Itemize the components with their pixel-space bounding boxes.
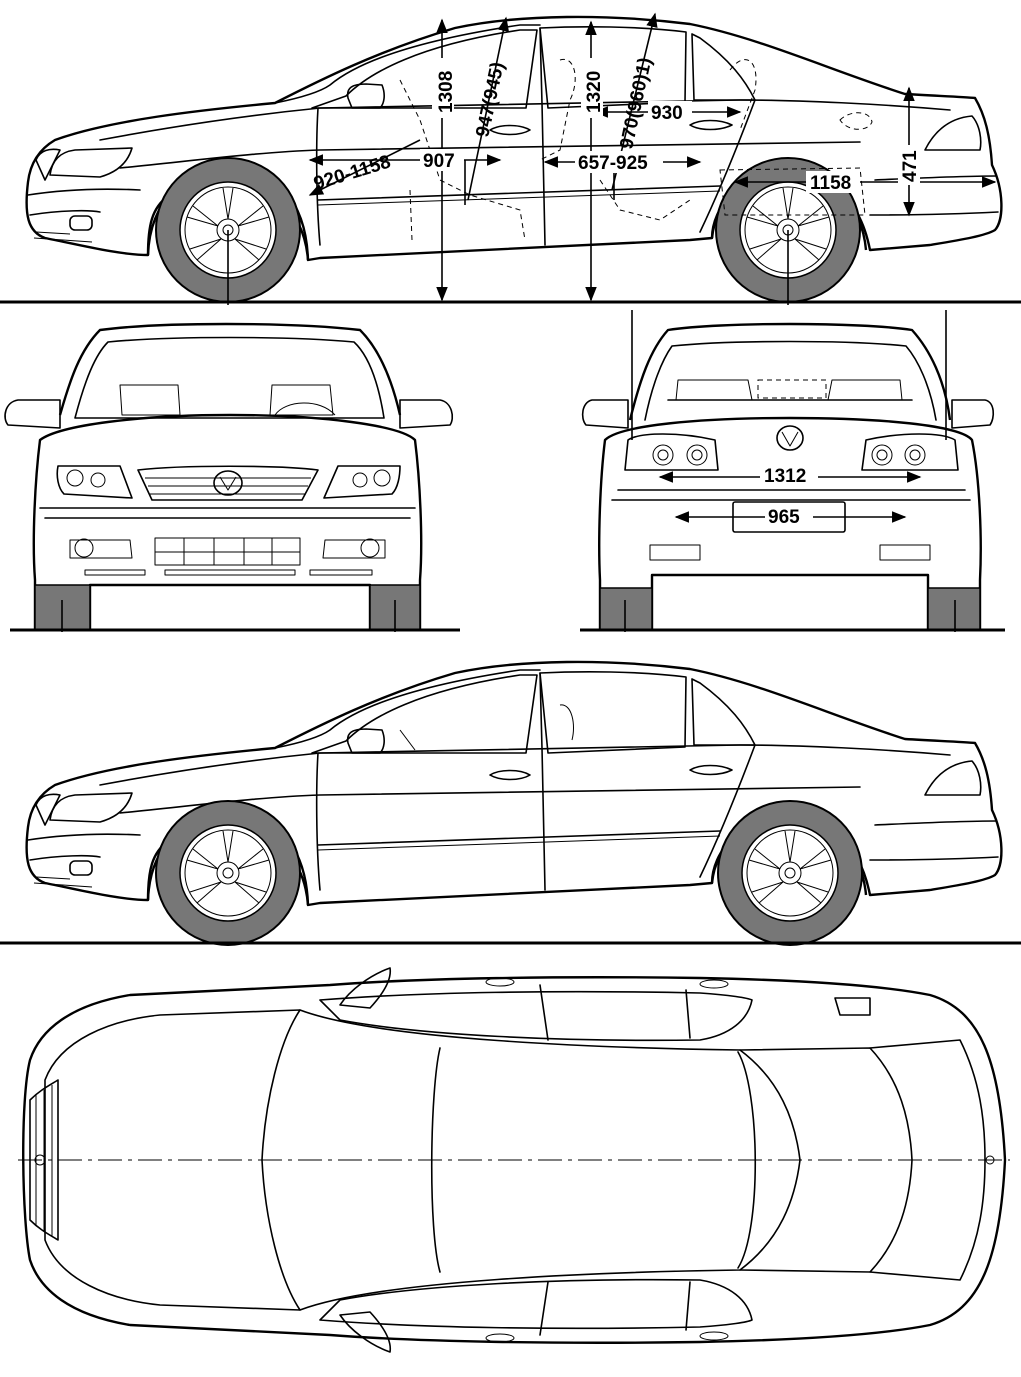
dim-front-seat-height: 947(945) [472,60,508,139]
dim-rear-leg: 657-925 [578,153,648,174]
dim-height-rear: 1320 [584,71,605,113]
dim-height-front: 1308 [436,71,457,113]
side-view-dimensioned: 1308 1320 947(945) 970(960)1) 930 907 65… [0,12,1021,305]
dim-rear-shoulder: 930 [651,103,683,124]
dim-front-reach: 907 [423,151,455,172]
rear-view: 1312 965 [580,310,1005,632]
dim-trunk-height: 471 [900,150,921,182]
side-view-plain [25,660,1003,946]
dim-rear-track-width: 1312 [764,466,806,487]
top-view [18,967,1010,1353]
dim-plate-width: 965 [768,507,800,528]
dim-trunk-length: 1158 [810,173,851,194]
front-view [4,322,460,632]
dim-front-leg: 920-1158 [311,152,393,195]
